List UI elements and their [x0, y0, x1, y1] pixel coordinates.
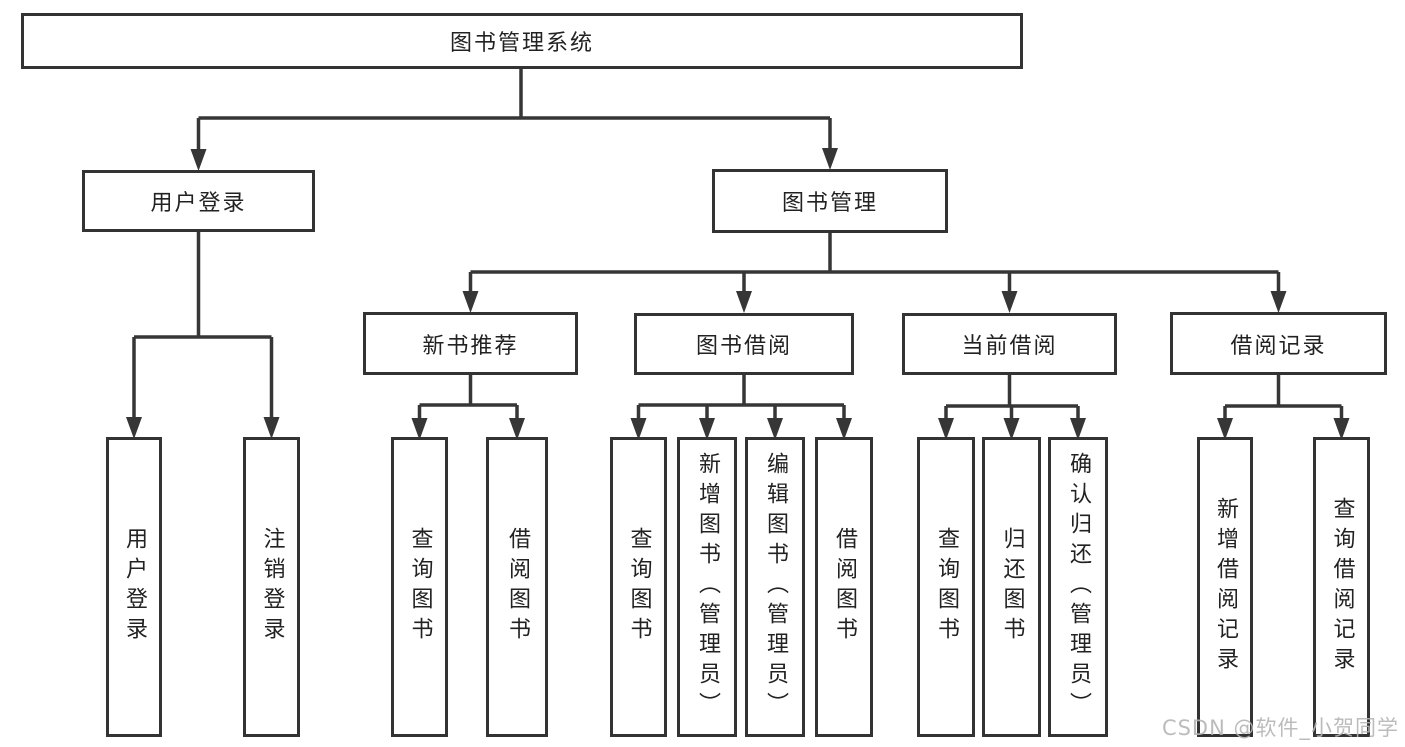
leaf-add-book-admin: 新增图书（管理员）: [677, 437, 737, 737]
leaf-recommend-borrow-books-label: 借阅图书: [505, 527, 530, 647]
node-book-borrowing: 图书借阅: [634, 313, 854, 375]
node-root: 图书管理系统: [21, 13, 1023, 69]
leaf-confirm-return-admin-label: 确认归还（管理员）: [1066, 452, 1091, 722]
leaf-borrowing-query-books: 查询图书: [610, 437, 667, 737]
leaf-edit-book-admin: 编辑图书（管理员）: [745, 437, 805, 737]
leaf-borrowing-query-books-label: 查询图书: [626, 527, 652, 647]
leaf-query-borrow-record-label: 查询借阅记录: [1329, 497, 1355, 677]
leaf-add-borrow-record-label: 新增借阅记录: [1213, 497, 1238, 677]
leaf-borrowing-borrow-books-label: 借阅图书: [832, 527, 857, 647]
leaf-add-book-admin-label: 新增图书（管理员）: [695, 452, 720, 722]
leaf-return-books-label: 归还图书: [999, 527, 1025, 647]
node-borrowing-records-label: 借阅记录: [1230, 333, 1327, 359]
leaf-recommend-borrow-books: 借阅图书: [486, 437, 548, 737]
leaf-user-login-label: 用户登录: [122, 527, 147, 647]
node-new-book-recommend: 新书推荐: [363, 312, 578, 375]
node-root-label: 图书管理系统: [449, 31, 594, 56]
leaf-recommend-query-books: 查询图书: [391, 437, 448, 737]
node-user-login: 用户登录: [82, 170, 315, 232]
node-borrowing-records: 借阅记录: [1170, 312, 1387, 375]
leaf-return-books: 归还图书: [982, 437, 1041, 737]
leaf-add-borrow-record: 新增借阅记录: [1197, 437, 1253, 737]
leaf-current-query-books: 查询图书: [917, 437, 975, 737]
leaf-confirm-return-admin: 确认归还（管理员）: [1048, 437, 1108, 737]
node-book-borrowing-label: 图书借阅: [695, 334, 792, 359]
leaf-logout: 注销登录: [243, 437, 300, 737]
node-book-management: 图书管理: [712, 169, 948, 233]
leaf-recommend-query-books-label: 查询图书: [407, 527, 433, 647]
leaf-user-login: 用户登录: [106, 437, 162, 737]
csdn-watermark: CSDN @软件_小贺同学: [1161, 716, 1399, 740]
node-current-borrowing-label: 当前借阅: [961, 334, 1058, 359]
node-user-login-label: 用户登录: [150, 191, 247, 216]
leaf-edit-book-admin-label: 编辑图书（管理员）: [763, 452, 788, 722]
node-new-book-recommend-label: 新书推荐: [422, 333, 519, 359]
node-current-borrowing: 当前借阅: [902, 313, 1117, 375]
leaf-query-borrow-record: 查询借阅记录: [1313, 437, 1370, 737]
node-book-management-label: 图书管理: [781, 191, 878, 216]
leaf-borrowing-borrow-books: 借阅图书: [815, 437, 873, 737]
leaf-current-query-books-label: 查询图书: [934, 527, 959, 647]
leaf-logout-label: 注销登录: [259, 527, 285, 647]
